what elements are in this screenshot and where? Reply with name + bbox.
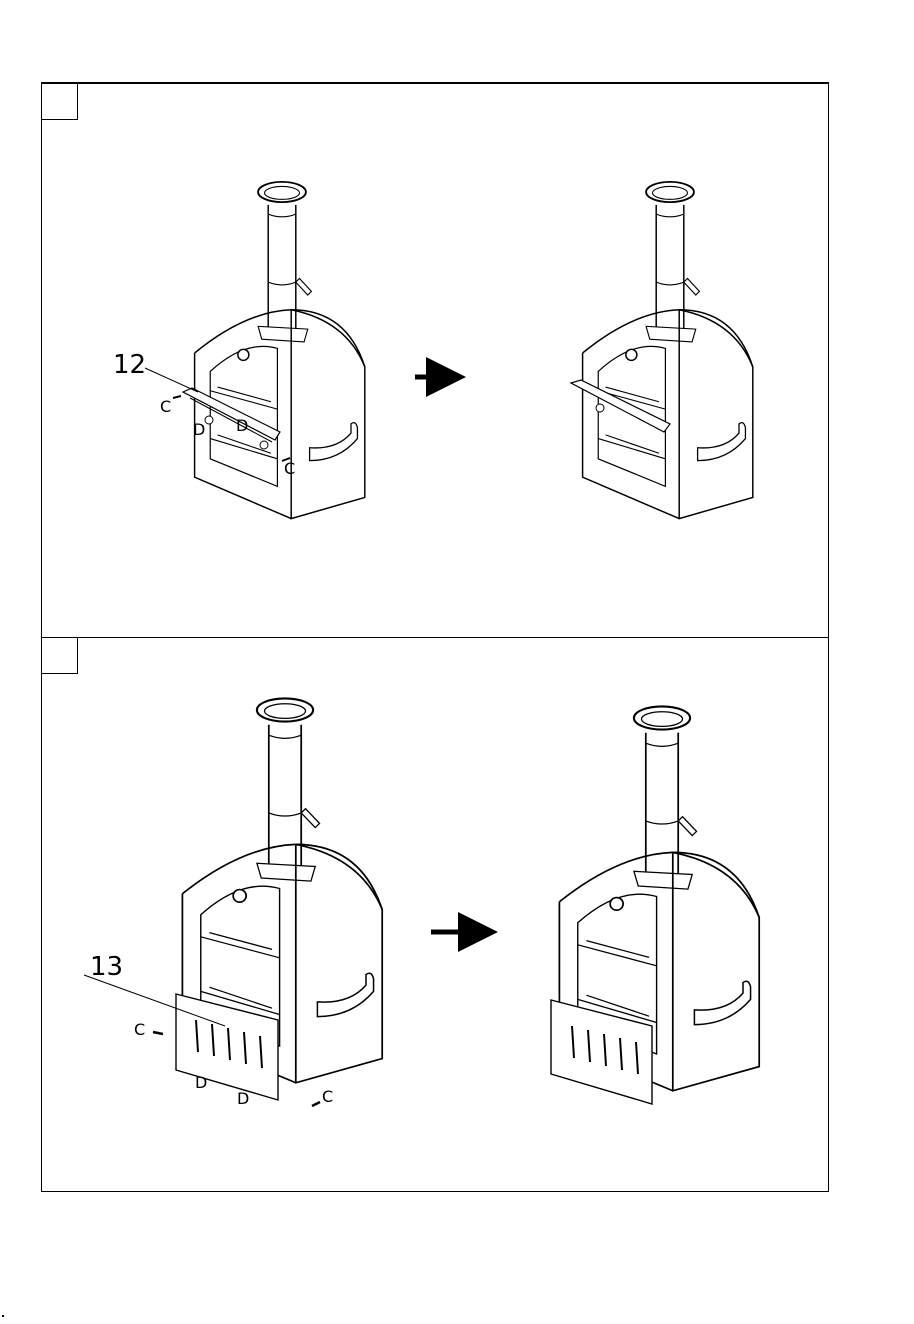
oven-after-step-1 <box>571 182 753 519</box>
oven-before-step-1 <box>145 182 365 519</box>
nut-label: D <box>236 416 248 435</box>
nut-label: D <box>195 1073 207 1092</box>
screw-label: C <box>160 397 171 416</box>
screw-label: C <box>134 1020 145 1039</box>
screw-label: C <box>284 459 295 478</box>
screw-label: C <box>322 1087 333 1106</box>
part-number-callout: 12 <box>113 350 146 380</box>
page-mark <box>2 1315 4 1317</box>
part-number-callout: 13 <box>90 952 123 982</box>
nut-label: D <box>193 420 205 439</box>
nut-label: D <box>237 1089 249 1108</box>
oven-after-step-2 <box>551 706 759 1104</box>
oven-before-step-2 <box>84 698 382 1106</box>
